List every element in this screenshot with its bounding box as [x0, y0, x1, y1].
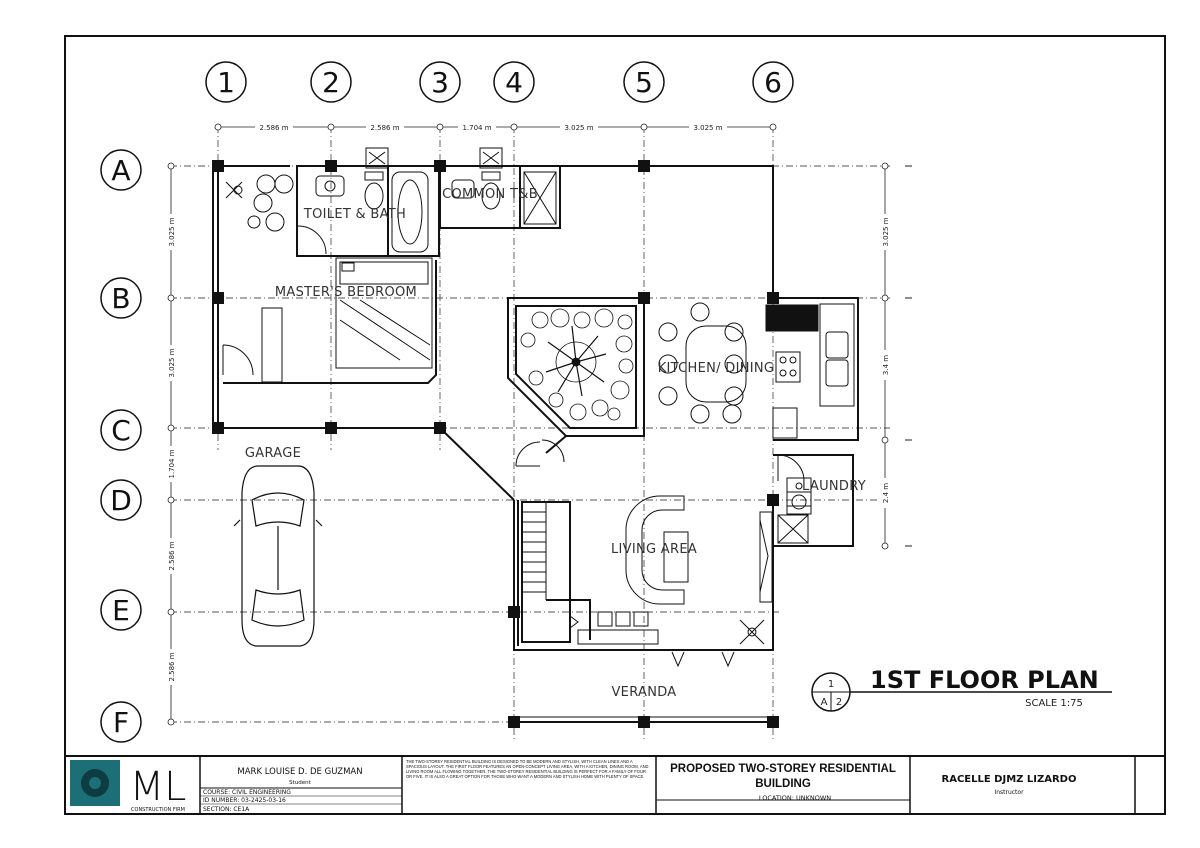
section-marker-bottom-right: 2 — [836, 697, 842, 708]
instructor-name: RACELLE DJMZ LIZARDO — [942, 774, 1077, 785]
dim-top-3: 1.704 m — [462, 124, 491, 132]
dim-left-2: 3.025 m — [168, 348, 176, 377]
student-name: MARK LOUISE D. DE GUZMAN — [237, 767, 362, 777]
right-dimension-line: 3.025 m 3.4 m 2.4 m — [880, 162, 912, 550]
label-veranda: VERANDA — [611, 685, 676, 700]
label-common-tb: COMMON T&B — [442, 187, 538, 202]
dim-left-5: 2.586 m — [168, 652, 176, 681]
label-laundry: LAUNDRY — [802, 479, 866, 494]
dim-top-4: 3.025 m — [564, 124, 593, 132]
project-description: THE TWO-STOREY RESIDENTIAL BUILDING IS D… — [406, 759, 649, 779]
section-marker-top: 1 — [828, 679, 834, 690]
title-block-frame — [64, 755, 1166, 815]
section-text: SECTION: CE1A — [203, 806, 250, 813]
grid-row-label-f: F — [113, 706, 129, 739]
grid-col-label-3: 3 — [431, 66, 449, 99]
grid-row-label-c: C — [111, 414, 131, 447]
structural-columns — [212, 160, 779, 728]
garage-car — [233, 465, 323, 647]
grid-row-bubbles: A B C D E F — [100, 149, 142, 743]
label-living-area: LIVING AREA — [611, 542, 697, 557]
drawing-scale: SCALE 1:75 — [1025, 698, 1083, 709]
left-dimension-line: 3.025 m 3.025 m 1.704 m 2.586 m 2.586 m — [166, 162, 176, 726]
student-role: Student — [289, 780, 311, 786]
garden-planter — [520, 308, 634, 421]
grid-column-bubbles: 1 2 3 4 5 6 — [205, 61, 794, 103]
fixtures-laundry — [777, 454, 812, 544]
room-labels: TOILET & BATH COMMON T&B MASTER'S BEDROO… — [245, 187, 866, 700]
walls — [212, 165, 859, 723]
grid-row-label-e: E — [112, 594, 130, 627]
grid-lines — [170, 126, 890, 740]
label-garage: GARAGE — [245, 446, 301, 461]
label-toilet-bath: TOILET & BATH — [303, 207, 406, 222]
fixtures-kitchen-dining — [658, 302, 855, 439]
top-dimension-line: 2.586 m 2.586 m 1.704 m 3.025 m 3.025 m — [214, 122, 777, 132]
grid-col-label-4: 4 — [505, 66, 523, 99]
course-text: COURSE: CIVIL ENGINEERING — [203, 789, 291, 796]
project-title: PROPOSED TWO-STOREY RESIDENTIAL BUILDING — [670, 763, 896, 790]
dim-right-2: 3.4 m — [882, 355, 890, 375]
grid-row-label-a: A — [111, 154, 130, 187]
grid-row-label-d: D — [110, 484, 132, 517]
drawing-title-text: 1ST FLOOR PLAN — [870, 666, 1099, 694]
instructor-role: Instructor — [994, 789, 1024, 796]
doors — [515, 439, 565, 467]
dim-right-1: 3.025 m — [882, 217, 890, 246]
title-block-text: MARK LOUISE D. DE GUZMAN Student COURSE:… — [203, 767, 1076, 813]
dim-left-1: 3.025 m — [168, 217, 176, 246]
grid-col-label-5: 5 — [635, 66, 653, 99]
logo-text: ML — [130, 764, 187, 810]
dim-left-3: 1.704 m — [168, 449, 176, 478]
dim-right-3: 2.4 m — [882, 483, 890, 503]
logo-caption: CONSTRUCTION FIRM — [131, 807, 185, 813]
fixtures-living-area — [577, 495, 773, 668]
dim-top-1: 2.586 m — [259, 124, 288, 132]
section-marker-bottom-left: A — [821, 697, 828, 708]
stairs — [521, 501, 591, 643]
grid-col-label-6: 6 — [764, 66, 782, 99]
label-masters-bedroom: MASTER'S BEDROOM — [275, 285, 417, 300]
dim-top-5: 3.025 m — [693, 124, 722, 132]
firm-logo: ML CONSTRUCTION FIRM — [70, 760, 186, 813]
fixtures-common-tb — [451, 147, 557, 225]
dim-left-4: 2.586 m — [168, 541, 176, 570]
fixtures-master-bedroom — [222, 174, 433, 383]
grid-row-label-b: B — [111, 282, 130, 315]
grid-col-label-2: 2 — [322, 66, 340, 99]
grid-col-label-1: 1 — [217, 66, 235, 99]
student-number-text: ID NUMBER: 03-2425-03-16 — [203, 797, 286, 804]
fixtures-toilet-bath — [297, 147, 429, 255]
location-text: LOCATION: UNKNOWN — [759, 794, 831, 802]
dim-top-2: 2.586 m — [370, 124, 399, 132]
label-kitchen-dining: KITCHEN/ DINING — [658, 361, 775, 376]
drawing-title: 1 A 2 1ST FLOOR PLAN SCALE 1:75 — [811, 666, 1112, 712]
